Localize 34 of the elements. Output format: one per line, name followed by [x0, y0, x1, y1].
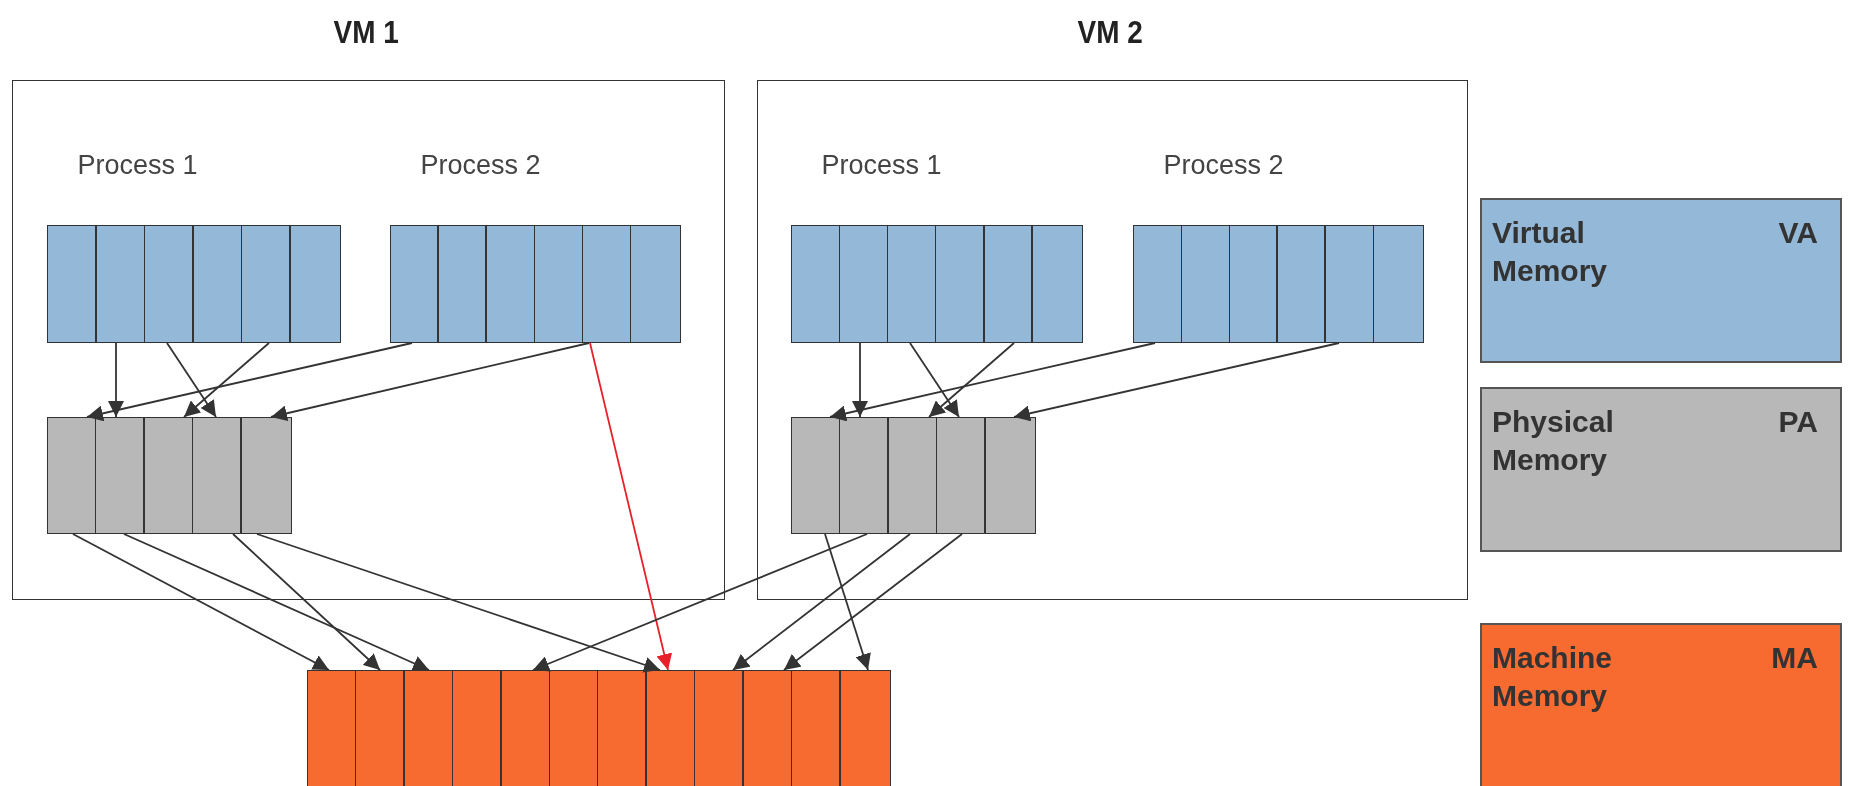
arrow	[852, 342, 868, 418]
arrow	[829, 342, 1156, 422]
process-label: Process 2	[420, 149, 541, 181]
legend-label: Virtual Memory	[1492, 215, 1609, 289]
memory-page-array	[46, 416, 292, 534]
arrow	[1013, 342, 1340, 422]
virtual-machine-title: VM 1	[333, 15, 399, 51]
process-label: Process 2	[1163, 149, 1284, 181]
arrow	[532, 533, 868, 672]
arrow	[732, 533, 911, 671]
arrow	[232, 533, 381, 671]
arrow	[166, 342, 217, 418]
arrow	[108, 342, 124, 418]
arrow	[123, 533, 430, 671]
arrow	[256, 533, 661, 673]
memory-abbreviation: PA	[1778, 404, 1818, 440]
arrow	[589, 342, 673, 671]
arrow	[824, 533, 871, 671]
legend-label: Physical Memory	[1492, 404, 1615, 478]
memory-page-array	[790, 416, 1036, 534]
arrow	[72, 533, 330, 671]
memory-abbreviation: VA	[1778, 215, 1818, 251]
arrow	[909, 342, 960, 418]
arrow	[928, 342, 1015, 418]
arrow	[783, 533, 963, 671]
process-label: Process 1	[77, 149, 198, 181]
legend-label: Machine Memory	[1492, 640, 1614, 714]
arrow	[183, 342, 270, 418]
arrow	[86, 342, 413, 422]
virtual-machine-title: VM 2	[1077, 15, 1143, 51]
memory-page-array	[307, 670, 891, 786]
process-label: Process 1	[821, 149, 942, 181]
memory-abbreviation: MA	[1771, 640, 1818, 676]
arrow	[270, 342, 590, 422]
